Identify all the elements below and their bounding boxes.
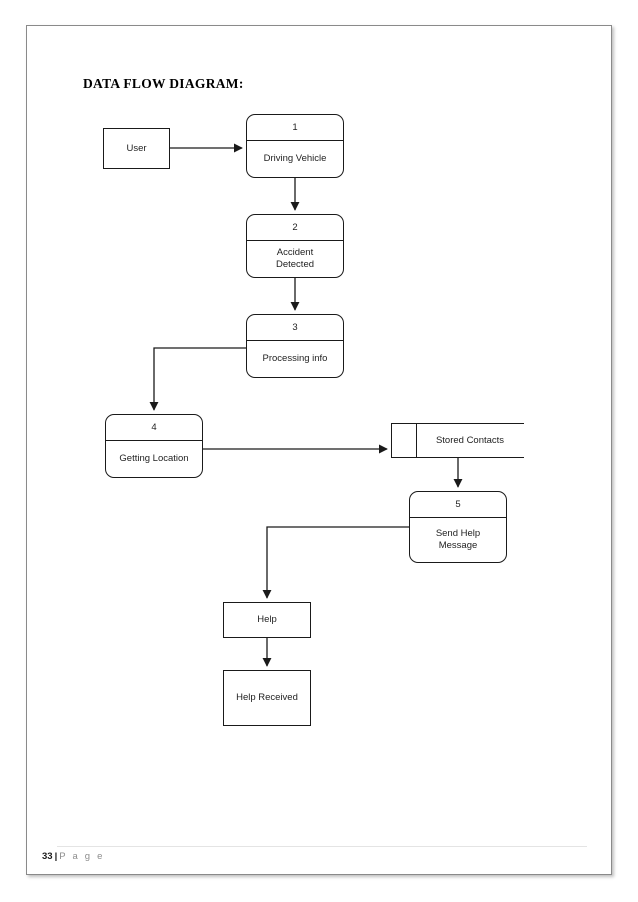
page-footer: 33|P a g e	[42, 851, 105, 862]
page-title: DATA FLOW DIAGRAM:	[83, 76, 244, 91]
footer-page-number: 33	[42, 851, 53, 862]
data-flow-diagram: User 1 Driving Vehicle 2 Accident Detect…	[27, 26, 613, 876]
node-help-label: Help	[257, 614, 277, 626]
node-user-label: User	[126, 142, 147, 154]
edge-processing-info-to-getting-location	[149, 347, 246, 411]
node-getting-location-label: Getting Location	[119, 452, 189, 464]
datastore-left-rule	[391, 423, 392, 457]
footer-divider	[57, 846, 587, 847]
node-accident-detected-number: 2	[247, 215, 343, 241]
node-help[interactable]: Help	[223, 602, 311, 638]
datastore-top-rule	[391, 423, 524, 424]
document-page: DATA FLOW DIAGRAM:	[26, 25, 612, 875]
node-getting-location-number: 4	[106, 415, 202, 441]
node-stored-contacts-datastore[interactable]: Stored Contacts	[391, 423, 524, 458]
node-getting-location[interactable]: 4 Getting Location	[105, 414, 203, 478]
footer-page-word: P a g e	[59, 851, 105, 862]
datastore-bottom-rule	[391, 457, 524, 458]
footer-separator: |	[54, 851, 58, 862]
node-driving-vehicle-label: Driving Vehicle	[263, 152, 327, 164]
node-processing-info-label: Processing info	[262, 352, 328, 364]
node-help-received[interactable]: Help Received	[223, 670, 311, 726]
node-help-received-label: Help Received	[236, 692, 298, 704]
node-send-help-message-label: Send Help Message	[435, 527, 481, 551]
node-processing-info-number: 3	[247, 315, 343, 341]
node-send-help-message-number: 5	[410, 492, 506, 518]
node-driving-vehicle[interactable]: 1 Driving Vehicle	[246, 114, 344, 178]
node-stored-contacts-label: Stored Contacts	[435, 434, 505, 446]
node-user[interactable]: User	[103, 128, 170, 169]
datastore-divider-rule	[416, 423, 417, 457]
node-driving-vehicle-number: 1	[247, 115, 343, 141]
diagram-connectors-layer	[149, 143, 463, 667]
edge-send-help-message-to-help	[262, 526, 409, 599]
node-processing-info[interactable]: 3 Processing info	[246, 314, 344, 378]
node-accident-detected[interactable]: 2 Accident Detected	[246, 214, 344, 278]
node-send-help-message[interactable]: 5 Send Help Message	[409, 491, 507, 563]
node-accident-detected-label: Accident Detected	[275, 246, 315, 270]
